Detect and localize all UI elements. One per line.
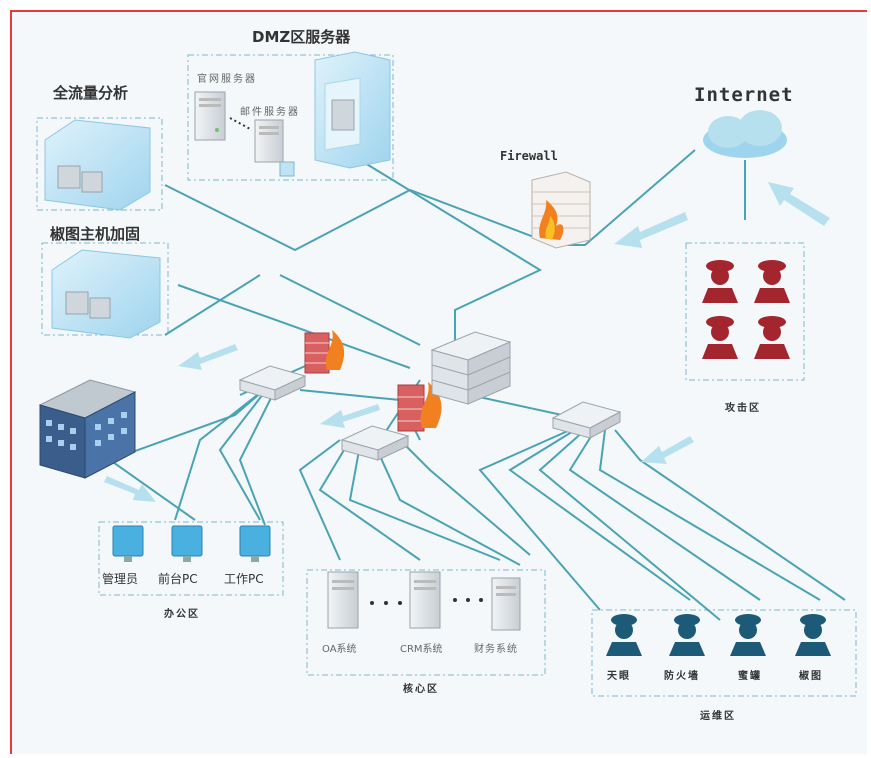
dmz-link-dots bbox=[229, 117, 253, 131]
office-building-icon bbox=[38, 379, 137, 479]
office-pc-label: 工作PC bbox=[224, 572, 264, 586]
attacker-icon bbox=[754, 316, 790, 359]
pc-admin-icon bbox=[112, 525, 144, 562]
office-firewall-icon bbox=[304, 330, 345, 374]
attack-zone-label: 攻击区 bbox=[725, 403, 761, 414]
attacker-icon bbox=[702, 260, 738, 303]
attacker-icon bbox=[754, 260, 790, 303]
core-system-label: 财务系统 bbox=[474, 644, 518, 655]
core-switch-icon bbox=[430, 331, 512, 405]
office-zone-label: 办公区 bbox=[164, 609, 200, 620]
ops-tool-label: 防火墙 bbox=[664, 671, 700, 682]
firewall-label: Firewall bbox=[500, 149, 558, 163]
arrow-to-core bbox=[320, 404, 380, 428]
oa-server-icon bbox=[327, 571, 359, 629]
ops-tool-label: 椒图 bbox=[799, 671, 823, 682]
ops-zone-frame bbox=[591, 609, 857, 697]
pc-frontdesk-icon bbox=[171, 525, 203, 562]
core-zone-label: 核心区 bbox=[403, 684, 439, 695]
website-server-label: 官网服务器 bbox=[197, 74, 257, 85]
office-switch-icon bbox=[238, 365, 307, 401]
host-hardening-icon bbox=[51, 249, 161, 339]
mail-server-label: 邮件服务器 bbox=[240, 107, 300, 118]
pc-icons bbox=[112, 525, 271, 562]
mail-server-icon bbox=[254, 119, 295, 177]
dmz-title: DMZ区服务器 bbox=[252, 28, 351, 46]
core-server-icons bbox=[327, 571, 521, 631]
flow-arrows bbox=[104, 182, 830, 502]
office-zone-frame bbox=[98, 521, 284, 596]
internet-cloud-icon bbox=[703, 110, 787, 158]
core-switch-small-icon bbox=[340, 425, 410, 461]
operator-icon bbox=[606, 614, 642, 656]
attack-zone-frame bbox=[685, 242, 805, 381]
internet-label: Internet bbox=[694, 84, 794, 106]
operator-icon bbox=[730, 614, 766, 656]
traffic-analysis-icon bbox=[44, 119, 151, 211]
core-system-label: CRM系统 bbox=[400, 644, 443, 655]
operator-icons bbox=[606, 614, 831, 656]
ops-zone-label: 运维区 bbox=[700, 711, 736, 722]
arrow-to-hardening bbox=[178, 344, 238, 370]
ops-tool-label: 天眼 bbox=[607, 671, 631, 682]
arrow-attack-in bbox=[768, 182, 830, 226]
dmz-cabinet-icon bbox=[314, 51, 391, 169]
firewall-icon bbox=[531, 171, 591, 249]
arrow-to-office bbox=[104, 476, 156, 502]
arrow-to-firewall bbox=[614, 212, 688, 248]
website-server-icon bbox=[194, 91, 226, 141]
arrow-to-ops bbox=[641, 436, 694, 464]
operator-icon bbox=[669, 614, 705, 656]
ops-switch-icon bbox=[551, 401, 622, 439]
traffic-analysis-title: 全流量分析 bbox=[53, 84, 129, 102]
crm-server-icon bbox=[409, 571, 441, 629]
server-ellipsis bbox=[370, 598, 483, 605]
ops-tool-label: 蜜罐 bbox=[738, 671, 762, 682]
host-hardening-title: 椒图主机加固 bbox=[50, 225, 141, 243]
operator-icon bbox=[795, 614, 831, 656]
attacker-icons bbox=[702, 260, 790, 359]
network-cables bbox=[107, 149, 846, 621]
finance-server-icon bbox=[491, 577, 521, 631]
traffic-zone-frame bbox=[36, 117, 163, 211]
core-system-label: OA系统 bbox=[322, 644, 357, 655]
office-pc-label: 前台PC bbox=[158, 572, 198, 586]
office-pc-label: 管理员 bbox=[102, 572, 139, 586]
attacker-icon bbox=[702, 316, 738, 359]
core-zone-frame bbox=[306, 569, 546, 676]
pc-work-icon bbox=[239, 525, 271, 562]
dmz-zone-frame bbox=[187, 54, 394, 181]
